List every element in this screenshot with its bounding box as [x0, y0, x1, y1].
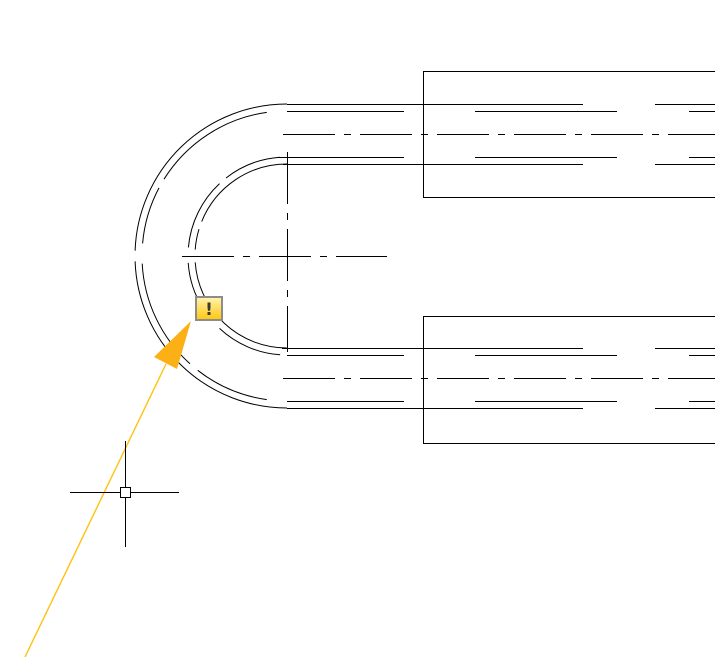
fitting-rect: [423, 316, 715, 444]
pickbox: [120, 487, 131, 498]
arc-inner-wall-outer: [187, 156, 281, 356]
arc-inner-wall-inner: [194, 163, 288, 349]
pipe-wall-lines: [277, 104, 715, 409]
arc-outer-wall-inner: [141, 111, 267, 401]
leader-arrow: [24, 321, 191, 657]
leader-arrowhead-icon: [154, 321, 191, 369]
leader-line: [24, 363, 167, 657]
pipe-bend-arcs: [134, 103, 288, 409]
warning-badge-box[interactable]: [195, 296, 223, 321]
warning-badge[interactable]: !: [195, 296, 223, 321]
crosshair-cursor: [70, 441, 179, 547]
arc-outer-wall-outer: [134, 103, 288, 409]
exclamation-icon: !: [205, 300, 213, 320]
centerlines: [182, 134, 715, 379]
fitting-rects: [423, 71, 715, 444]
